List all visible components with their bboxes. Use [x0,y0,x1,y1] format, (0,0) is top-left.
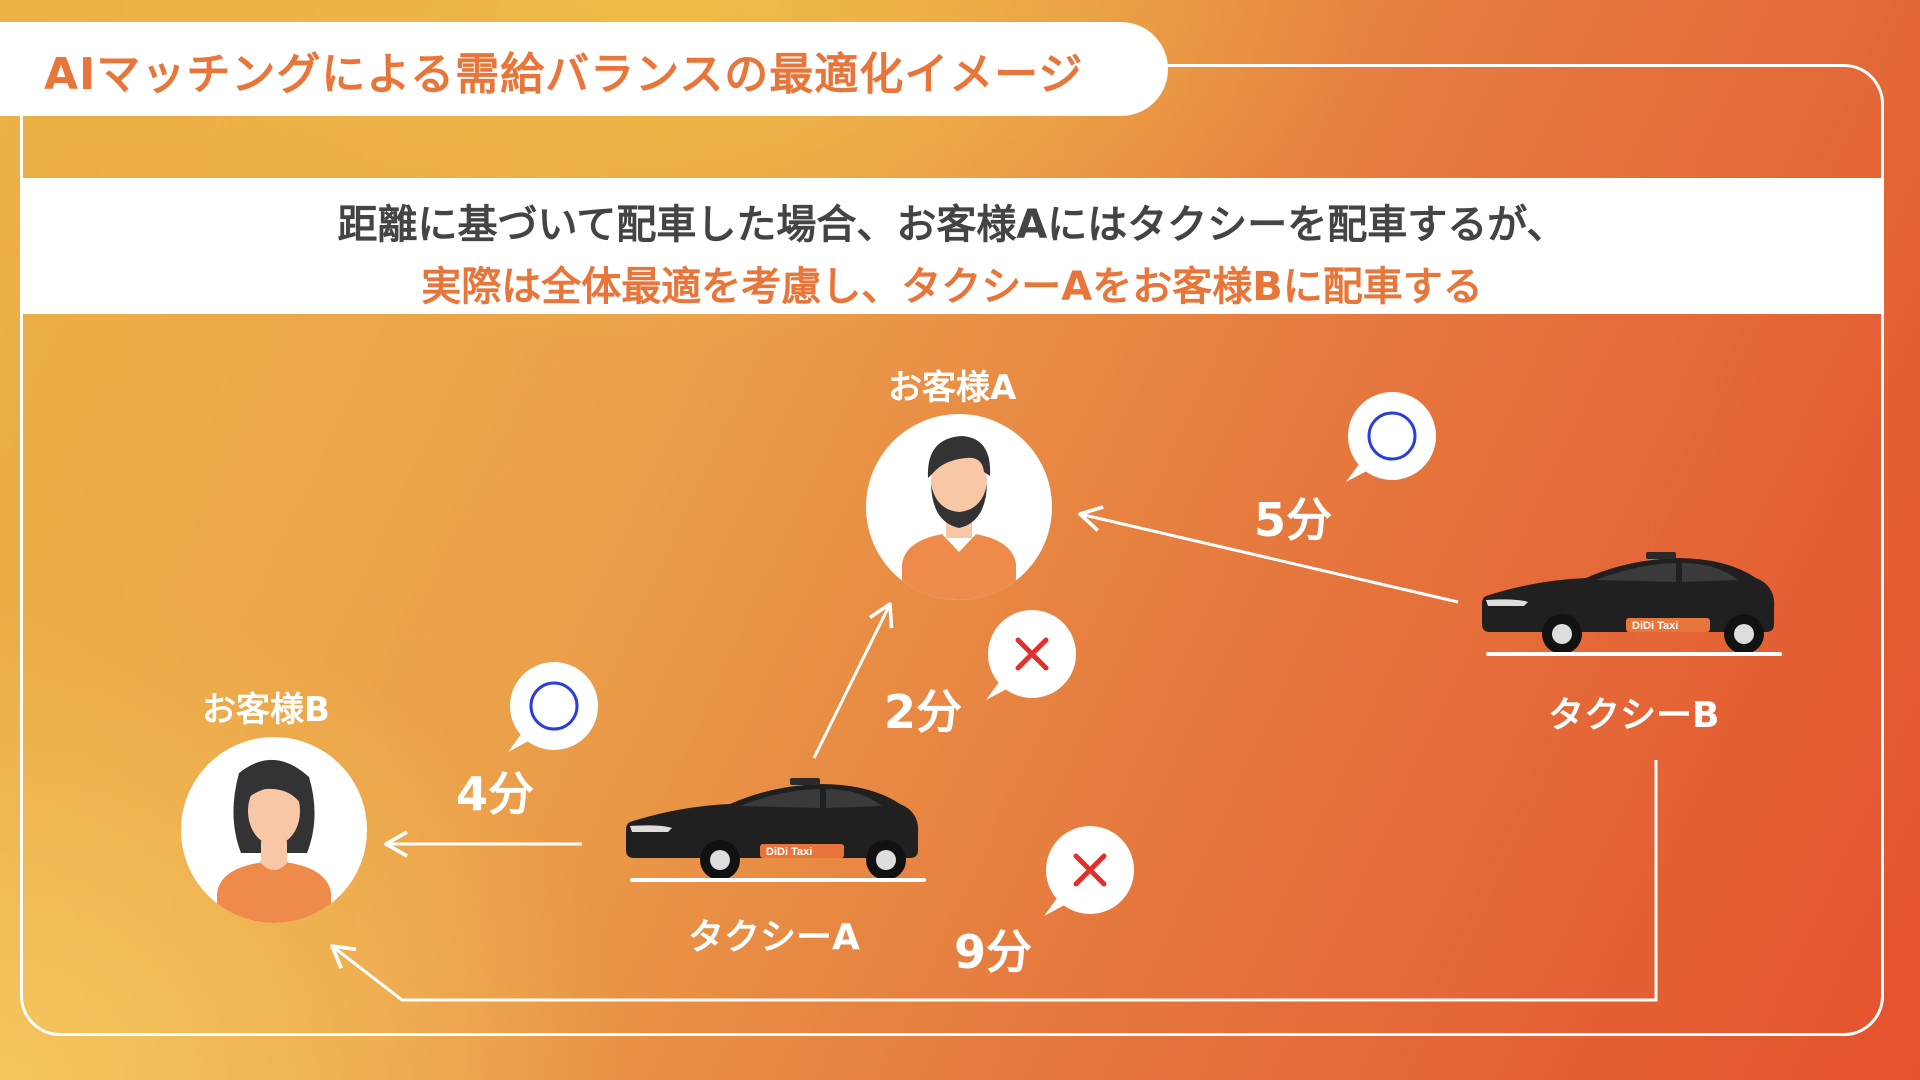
customer-b-label: お客様B [202,690,330,730]
bad-bubble-taxi-b-b [1044,826,1134,916]
time-taxi-b-to-customer-a: 5分 [1254,493,1333,547]
explanation-banner: 距離に基づいて配車した場合、お客様Aにはタクシーを配車するが、 実際は全体最適を… [20,178,1884,314]
time-taxi-a-to-customer-a: 2分 [884,685,963,739]
time-taxi-a-to-customer-b: 4分 [456,767,535,821]
good-mark-icon [1367,411,1417,461]
taxi-b-brand: DiDi Taxi [1632,620,1678,632]
page-title: AIマッチングによる需給バランスの最適化イメージ [44,49,1084,100]
good-bubble-taxi-a-b [508,662,598,752]
bad-bubble-taxi-a-a [986,610,1076,700]
bad-mark-icon [1073,853,1107,887]
arrow-taxi-b-to-customer-a [1078,505,1459,604]
taxi-a-label: タクシーA [688,917,860,958]
banner-line-1: 距離に基づいて配車した場合、お客様Aにはタクシーを配車するが、 [337,202,1567,248]
customer-b-avatar [181,737,367,923]
taxi-b-label: タクシーB [1548,695,1720,736]
taxi-a-brand: DiDi Taxi [766,846,812,858]
title-tab [0,22,1168,116]
good-bubble-taxi-b-a [1346,392,1436,482]
arrow-taxi-b-to-customer-b [330,760,1658,1002]
time-taxi-b-to-customer-b: 9分 [954,925,1033,979]
arrow-taxi-a-to-customer-a [812,602,894,759]
bad-mark-icon [1015,637,1049,671]
banner-line-2: 実際は全体最適を考慮し、タクシーAをお客様Bに配車する [421,264,1483,310]
customer-a-label: お客様A [888,368,1017,408]
good-mark-icon [529,681,579,731]
taxi-b-car: DiDi Taxi [1482,552,1782,656]
customer-a-avatar [866,414,1052,600]
taxi-a-car: DiDi Taxi [626,778,926,882]
